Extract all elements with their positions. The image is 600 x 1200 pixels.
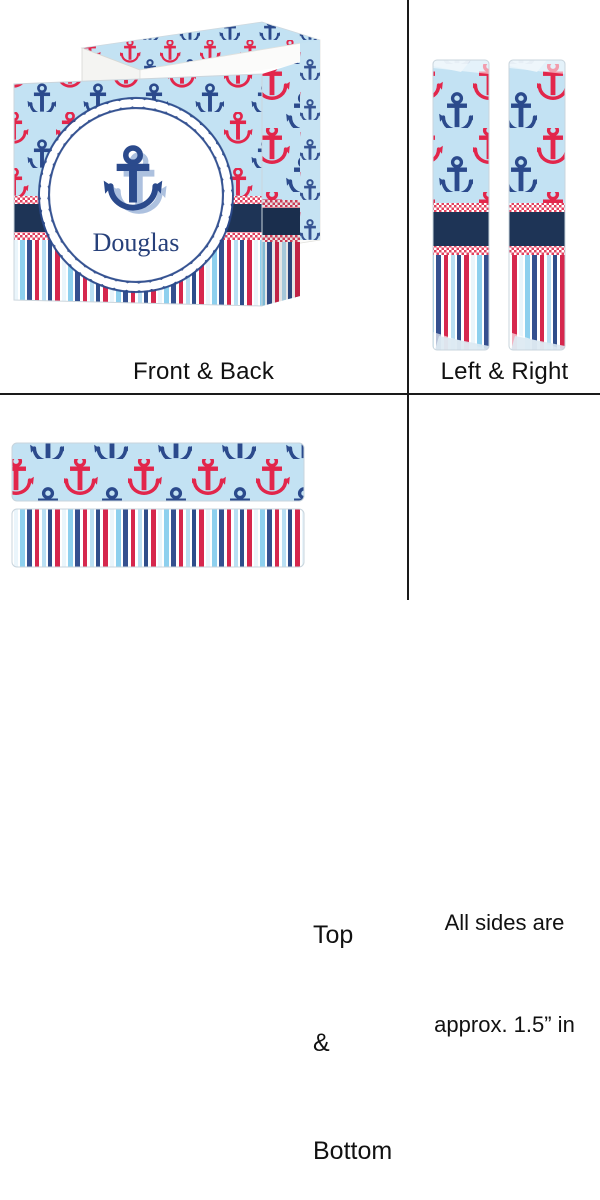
front-canvas xyxy=(13,62,300,307)
caption-top-line: Top xyxy=(313,921,354,949)
size-note: All sides are approx. 1.5” in xyxy=(409,838,600,1110)
front-back-illustration xyxy=(13,21,321,307)
caption-left-right: Left & Right xyxy=(440,358,569,385)
panel-size-note: All sides are approx. 1.5” in xyxy=(409,395,600,1037)
size-note-line-1: All sides are xyxy=(444,910,565,935)
caption-front-back: Front & Back xyxy=(132,358,275,385)
top-strip xyxy=(11,442,305,502)
panel-top-bottom: Top & Bottom xyxy=(0,395,407,1165)
left-right-illustration xyxy=(432,59,566,351)
divider-vertical xyxy=(407,0,409,600)
panel-left-right: Left & Right xyxy=(409,0,600,393)
side-strip-left xyxy=(432,59,490,351)
divider-horizontal xyxy=(0,393,600,395)
top-bottom-illustration xyxy=(11,442,305,568)
size-note-line-2: approx. 1.5” in xyxy=(434,1012,575,1037)
caption-amp-line: & xyxy=(313,1029,330,1057)
product-preview-sheet: Douglas Front & Back xyxy=(0,0,600,1165)
caption-bottom-line: Bottom xyxy=(313,1137,393,1165)
side-strip-right xyxy=(508,59,566,351)
medallion xyxy=(37,96,235,294)
bottom-strip xyxy=(11,508,305,568)
personalization-name: Douglas xyxy=(92,228,180,257)
caption-top-bottom: Top & Bottom xyxy=(313,845,392,1200)
panel-front-back: Douglas Front & Back xyxy=(0,0,407,393)
